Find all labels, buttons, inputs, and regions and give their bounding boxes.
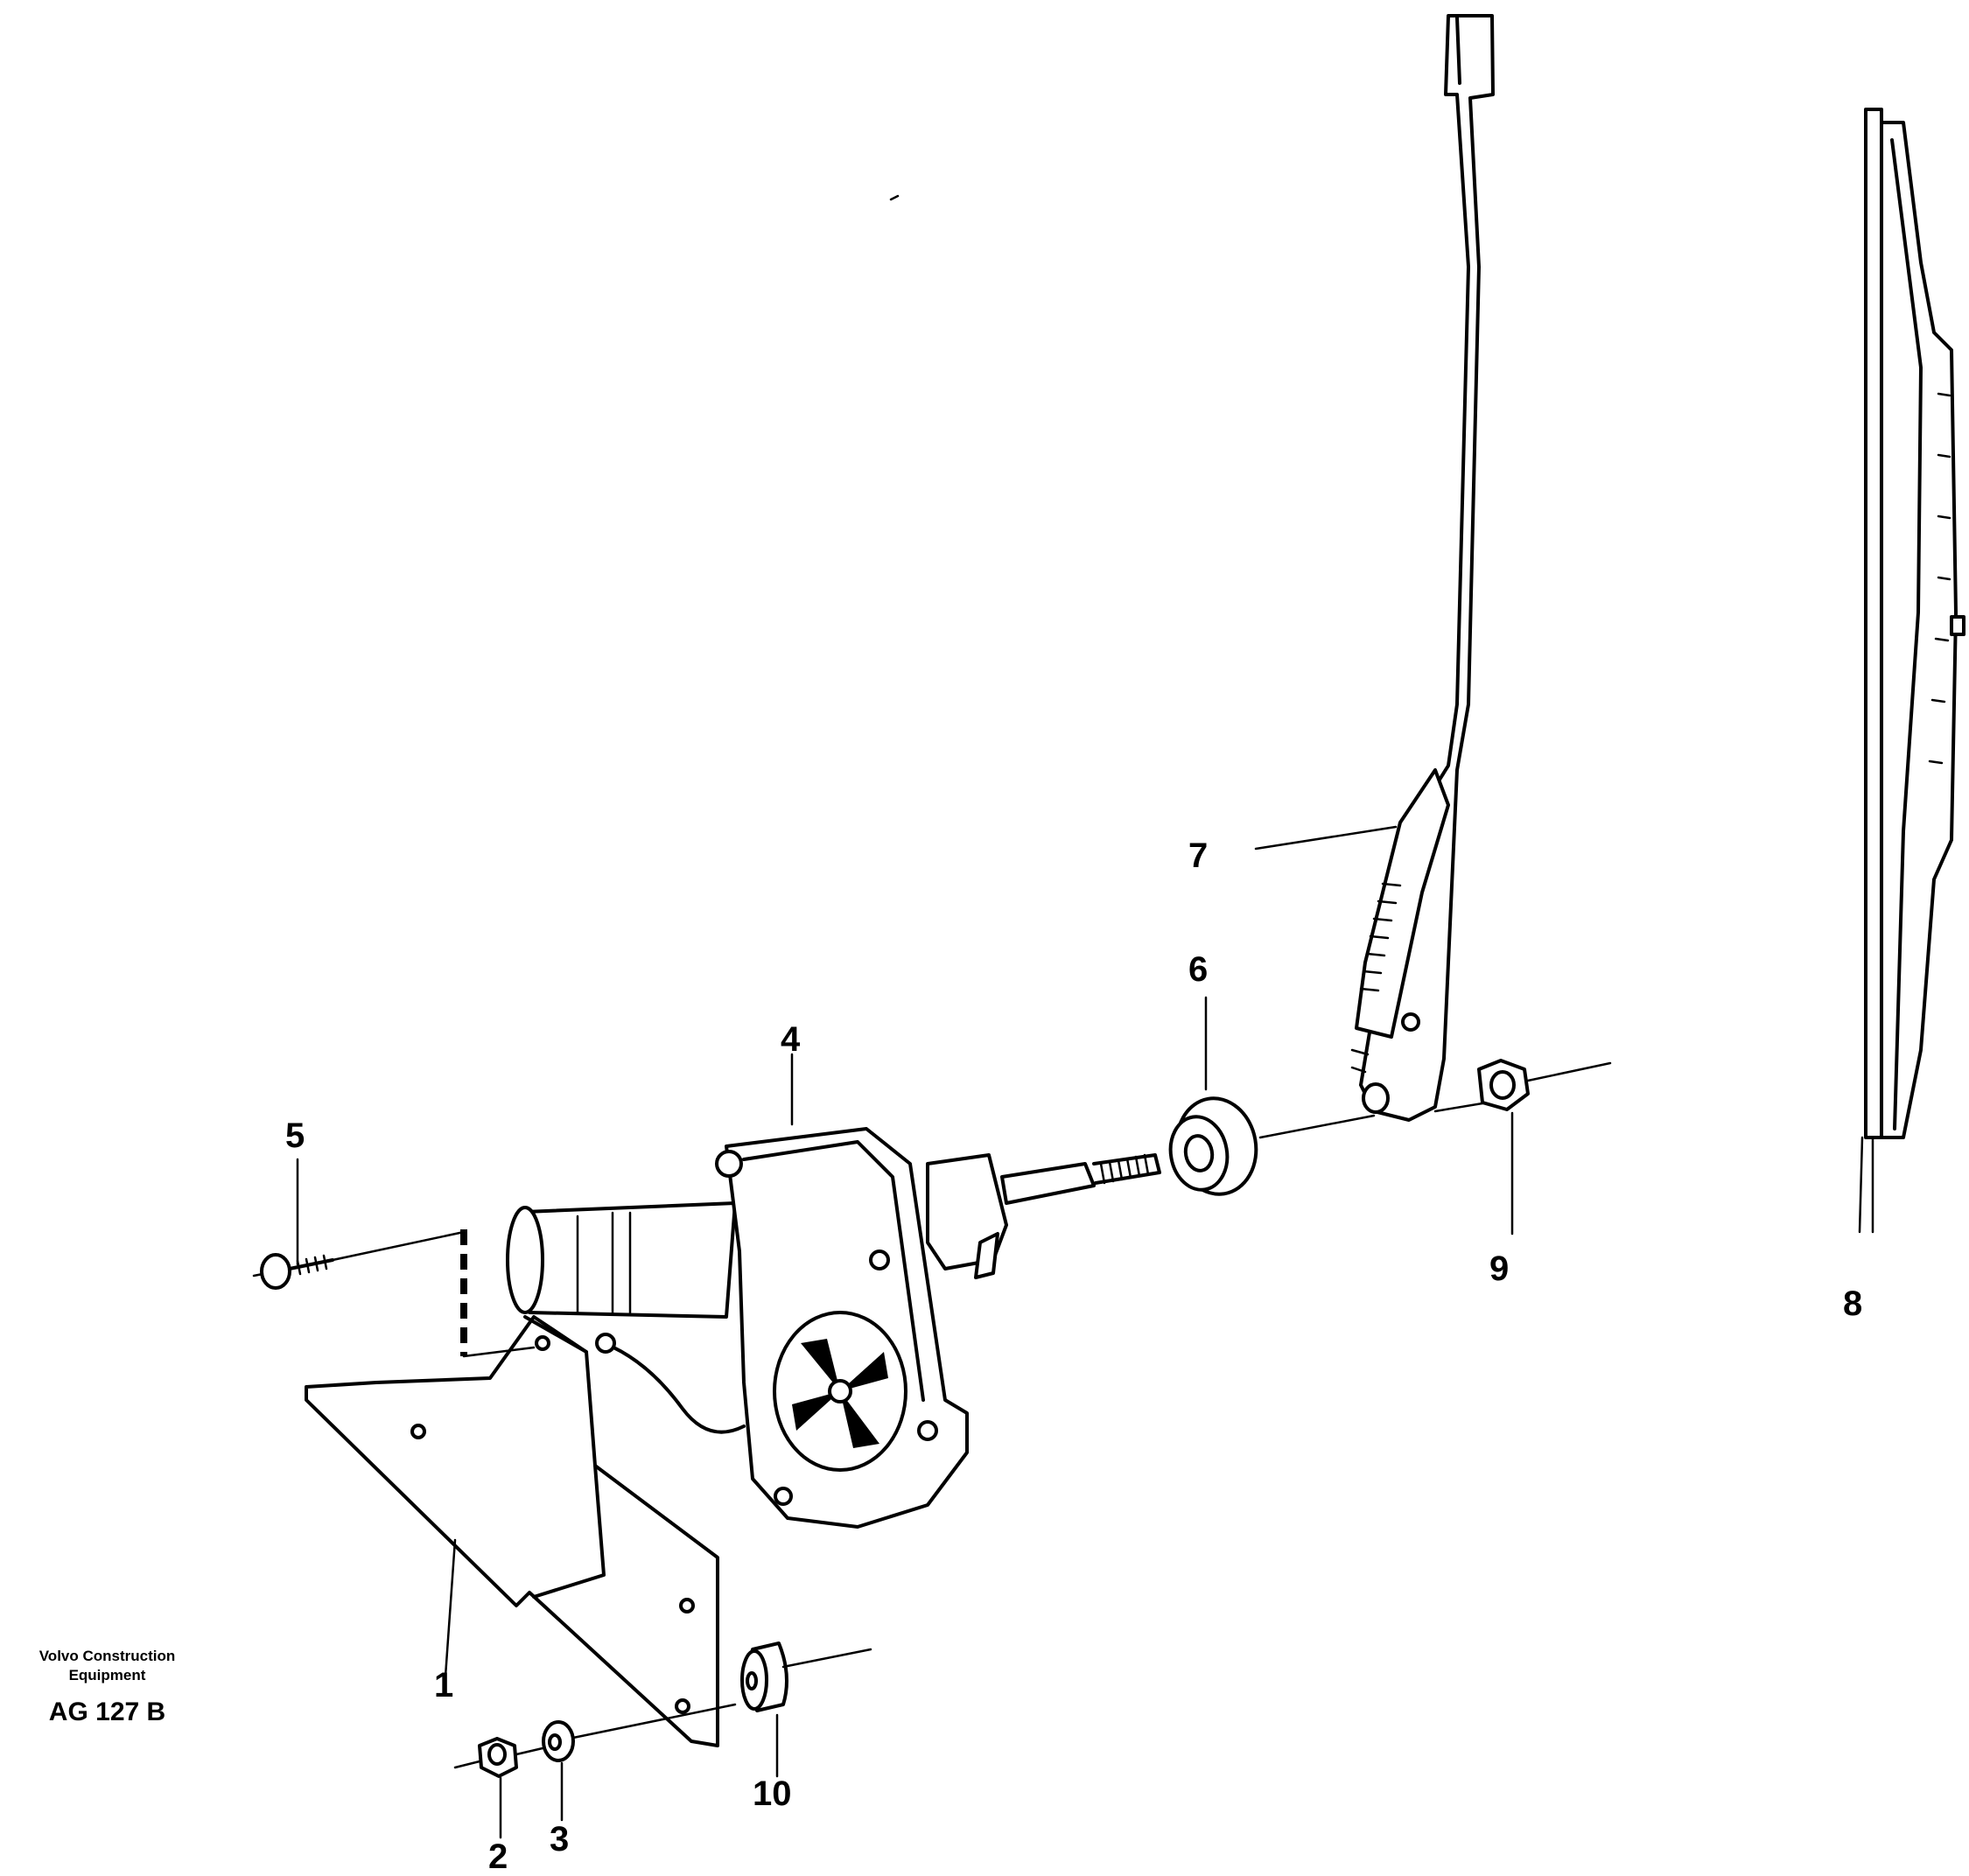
callout-10: 10 <box>753 1774 792 1813</box>
screw <box>252 1229 536 1358</box>
nut-9 <box>1477 1059 1612 1111</box>
callout-8: 8 <box>1843 1284 1863 1323</box>
callout-1: 1 <box>434 1666 454 1704</box>
callout-4: 4 <box>781 1020 801 1059</box>
wiper-motor <box>506 1127 1161 1529</box>
mounting-bracket <box>305 1315 719 1747</box>
credit-company-line2: Equipment <box>68 1667 146 1684</box>
callout-3: 3 <box>550 1820 570 1858</box>
nut-2 <box>453 1737 544 1778</box>
seal-bushing <box>1168 1096 1376 1196</box>
callout-7: 7 <box>1188 836 1209 875</box>
callout-2: 2 <box>488 1838 508 1876</box>
wiper-arm <box>1350 14 1495 1122</box>
drawing-code: AG 127 B <box>48 1698 166 1726</box>
callout-9: 9 <box>1489 1250 1510 1288</box>
wiper-blade <box>1864 108 1965 1234</box>
callout-6: 6 <box>1188 950 1209 989</box>
leader-lines <box>296 825 1864 1839</box>
speck-marks <box>889 194 900 201</box>
washer-3 <box>542 1703 737 1762</box>
callout-5: 5 <box>285 1116 305 1155</box>
spacer-10 <box>740 1642 872 1712</box>
credit-company-line1: Volvo Construction <box>39 1648 176 1664</box>
